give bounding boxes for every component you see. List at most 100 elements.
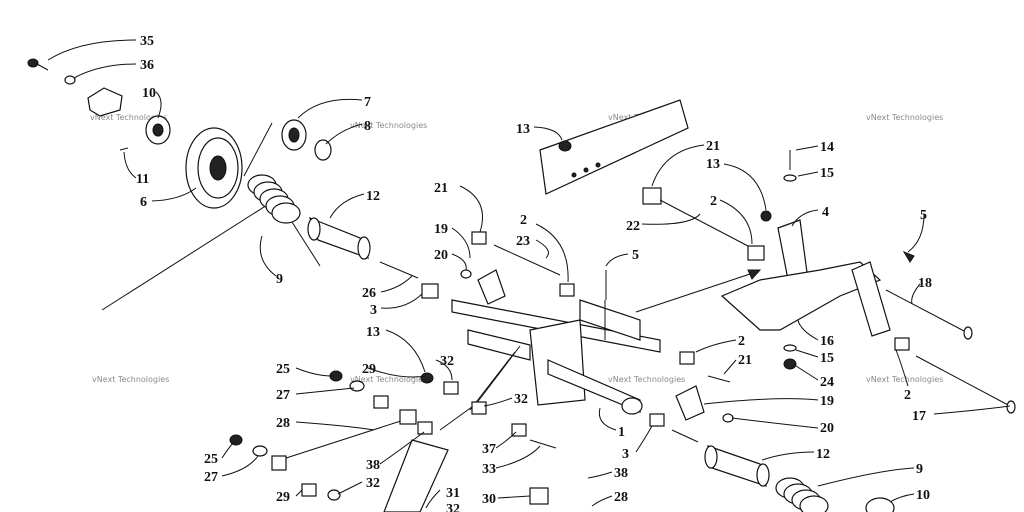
bushing-29-bottom bbox=[301, 483, 317, 497]
watermark: vNext Technologies bbox=[350, 121, 427, 130]
callout-31: 31 bbox=[446, 486, 460, 501]
callout-15: 15 bbox=[820, 351, 834, 366]
callout-21: 21 bbox=[434, 181, 448, 196]
callout-28: 28 bbox=[276, 416, 290, 431]
leader-lines bbox=[47, 39, 1011, 509]
bolt-17 bbox=[915, 355, 1011, 407]
washer-15-top bbox=[783, 174, 797, 182]
bushing-3-lower bbox=[649, 413, 665, 427]
washer-27-top bbox=[349, 380, 365, 392]
washer-32-bottom bbox=[327, 489, 341, 501]
callout-38: 38 bbox=[366, 458, 380, 473]
arrow-head bbox=[747, 269, 762, 280]
axle-23 bbox=[493, 244, 561, 276]
watermark: vNext Technologies bbox=[866, 375, 943, 384]
callout-12: 12 bbox=[366, 189, 380, 204]
pin-lower bbox=[671, 429, 699, 443]
watermark: vNext Technologies bbox=[350, 375, 427, 384]
callout-25: 25 bbox=[276, 362, 290, 377]
washer-27-bottom bbox=[252, 445, 268, 457]
callout-2: 2 bbox=[710, 194, 717, 209]
callout-5: 5 bbox=[920, 208, 927, 223]
mount-plate bbox=[87, 87, 123, 117]
callout-21: 21 bbox=[738, 353, 752, 368]
nut-25-bottom bbox=[229, 434, 243, 446]
callout-30: 30 bbox=[482, 492, 496, 507]
bushing-3 bbox=[421, 283, 439, 299]
bushing-30 bbox=[529, 487, 549, 505]
callout-36: 36 bbox=[140, 58, 154, 73]
spacer-tube-12-top bbox=[307, 216, 371, 260]
bushing-2-center bbox=[679, 351, 695, 365]
axle-22 bbox=[659, 199, 749, 247]
link-end-bottom bbox=[271, 455, 287, 471]
callout-18: 18 bbox=[918, 276, 932, 291]
bolt-21-center bbox=[707, 375, 731, 383]
callout-21: 21 bbox=[706, 139, 720, 154]
pin-26 bbox=[379, 261, 419, 279]
callout-2: 2 bbox=[520, 213, 527, 228]
pin-11 bbox=[119, 147, 129, 151]
bushing-32-top bbox=[443, 381, 459, 395]
nut-13-right bbox=[760, 210, 772, 222]
snap-ring-8 bbox=[314, 139, 332, 161]
bolt-18 bbox=[885, 289, 967, 333]
bolt-33 bbox=[529, 439, 557, 449]
callout-2: 2 bbox=[904, 388, 911, 403]
shock-absorber-31 bbox=[383, 345, 521, 512]
link-end-top bbox=[399, 409, 417, 425]
callout-4: 4 bbox=[822, 205, 829, 220]
idler-wheel-6 bbox=[185, 127, 243, 209]
bushing-38 bbox=[417, 421, 433, 435]
callout-3: 3 bbox=[370, 303, 377, 318]
torsion-spring-9-lower bbox=[775, 477, 829, 512]
bushing-29-top bbox=[373, 395, 389, 409]
callout-24: 24 bbox=[820, 375, 834, 390]
callout-27: 27 bbox=[276, 388, 290, 403]
spacer-2-center bbox=[559, 283, 575, 297]
nut-13-left bbox=[420, 372, 434, 384]
callout-17: 17 bbox=[912, 409, 926, 424]
arm-bracket bbox=[851, 261, 891, 337]
callout-33: 33 bbox=[482, 462, 496, 477]
bracket-19-right bbox=[675, 385, 705, 421]
callout-20: 20 bbox=[820, 421, 834, 436]
callout-38: 38 bbox=[614, 466, 628, 481]
callout-5: 5 bbox=[632, 248, 639, 263]
callout-10: 10 bbox=[916, 488, 930, 503]
watermark: vNext Technologies bbox=[866, 113, 943, 122]
bearing-7 bbox=[281, 119, 307, 151]
callout-20: 20 bbox=[434, 248, 448, 263]
bushing-2-top bbox=[747, 245, 765, 261]
callout-1: 1 bbox=[618, 425, 625, 440]
callout-19: 19 bbox=[820, 394, 834, 409]
callout-35: 35 bbox=[140, 34, 154, 49]
bearing-10-top bbox=[145, 115, 171, 145]
rail-frame-1 bbox=[451, 299, 661, 415]
washer-15-bottom bbox=[783, 344, 797, 352]
watermark: vNext Technologies bbox=[92, 375, 169, 384]
nut-13-top bbox=[558, 140, 572, 152]
spring-arm-rod bbox=[101, 199, 276, 311]
callout-7: 7 bbox=[364, 95, 371, 110]
callout-16: 16 bbox=[820, 334, 834, 349]
callout-9: 9 bbox=[276, 272, 283, 287]
spacer-21-left bbox=[471, 231, 487, 245]
bushing-2-right bbox=[894, 337, 910, 351]
callout-37: 37 bbox=[482, 442, 496, 457]
washer-20-left bbox=[460, 269, 472, 279]
spacer-tube-12-lower bbox=[704, 445, 770, 487]
callout-15: 15 bbox=[820, 166, 834, 181]
callout-13: 13 bbox=[516, 122, 530, 137]
callout-27: 27 bbox=[204, 470, 218, 485]
callout-29: 29 bbox=[362, 362, 376, 377]
callout-26: 26 bbox=[362, 286, 376, 301]
slide-rail-top bbox=[539, 99, 689, 195]
callout-22: 22 bbox=[626, 219, 640, 234]
callout-14: 14 bbox=[820, 140, 834, 155]
parts-drawing bbox=[27, 58, 1016, 512]
callout-32: 32 bbox=[440, 354, 454, 369]
callout-9: 9 bbox=[916, 462, 923, 477]
callout-2: 2 bbox=[738, 334, 745, 349]
callout-29: 29 bbox=[276, 490, 290, 505]
